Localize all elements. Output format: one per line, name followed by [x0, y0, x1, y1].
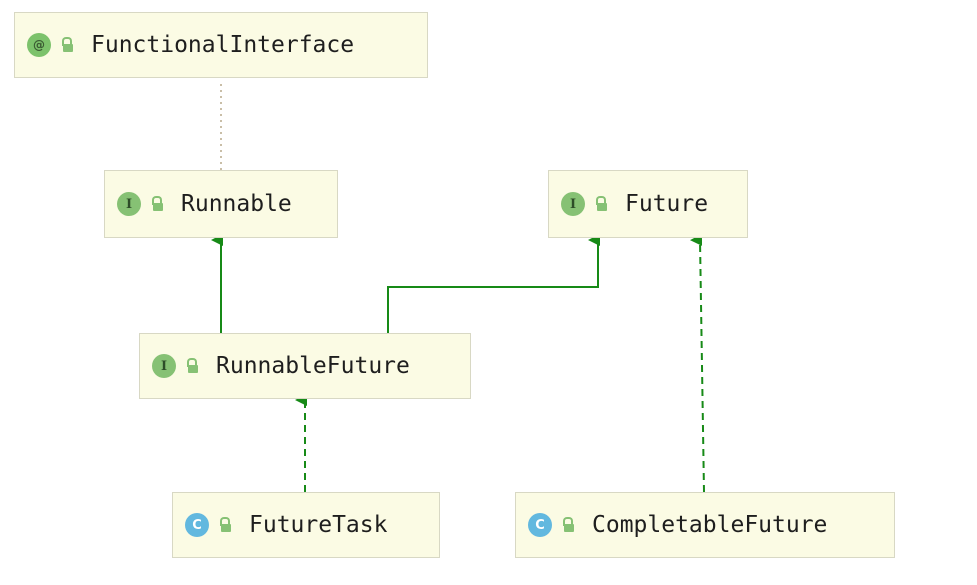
node-future-task[interactable]: C FutureTask — [172, 492, 440, 558]
node-runnable-future[interactable]: I RunnableFuture — [139, 333, 471, 399]
interface-badge-icon: I — [152, 354, 176, 378]
edge-completable-future-to-future — [690, 233, 705, 493]
node-future[interactable]: I Future — [548, 170, 748, 238]
lock-open-icon — [186, 358, 198, 374]
node-label: Future — [625, 191, 709, 217]
node-label: RunnableFuture — [216, 353, 410, 379]
edge-runnable-future-to-future — [387, 234, 600, 333]
node-label: CompletableFuture — [592, 512, 828, 538]
node-functional-interface[interactable]: @ FunctionalInterface — [14, 12, 428, 78]
lock-open-icon — [219, 517, 231, 533]
node-completable-future[interactable]: C CompletableFuture — [515, 492, 895, 558]
lock-open-icon — [61, 37, 73, 53]
interface-badge-icon: I — [117, 192, 141, 216]
lock-open-icon — [562, 517, 574, 533]
node-label: FutureTask — [249, 512, 388, 538]
node-label: Runnable — [181, 191, 292, 217]
node-label: FunctionalInterface — [91, 32, 355, 58]
class-badge-icon: C — [528, 513, 552, 537]
lock-open-icon — [151, 196, 163, 212]
node-runnable[interactable]: I Runnable — [104, 170, 338, 238]
lock-open-icon — [595, 196, 607, 212]
annotation-badge-icon: @ — [27, 33, 51, 57]
class-badge-icon: C — [185, 513, 209, 537]
interface-badge-icon: I — [561, 192, 585, 216]
